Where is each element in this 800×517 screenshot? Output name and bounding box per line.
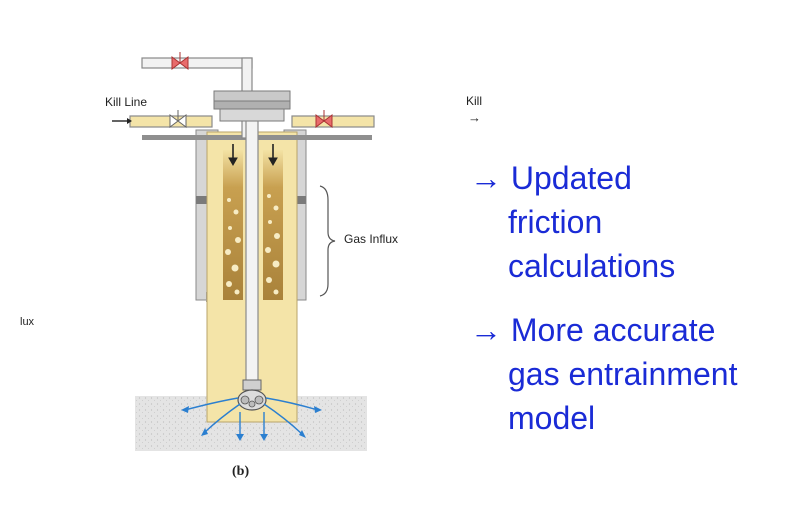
bullet-line: calculations — [508, 248, 676, 284]
valve-icon — [171, 52, 189, 70]
bullet-line: → Updated — [470, 160, 632, 196]
bullet-line: → More accurate — [470, 312, 716, 348]
gas-column-right — [263, 150, 283, 300]
drill-pipe — [245, 120, 259, 384]
gas-influx-brace — [319, 185, 336, 297]
kill-line-pipe — [112, 115, 213, 128]
kill-arrow-glyph: → — [468, 110, 481, 125]
figure-caption: (b) — [232, 464, 250, 479]
bullet-item: → More accurate gas entrainment model — [470, 308, 790, 440]
bullet-line: friction — [508, 204, 603, 240]
bullet-line: model — [508, 400, 596, 436]
flow-down-arrows — [228, 144, 278, 167]
valve-icon — [169, 110, 187, 128]
influx-fragment-label: lux — [20, 316, 35, 328]
bullet-item: → Updated friction calculations — [470, 156, 790, 288]
choke-line-pipe — [291, 115, 375, 128]
bullet-line: gas entrainment — [508, 356, 738, 392]
formation-flow-arrowheads — [181, 406, 322, 441]
kill-line-label: Kill Line — [105, 95, 148, 109]
gas-bubbles — [225, 194, 280, 295]
gas-influx-label: Gas Influx — [344, 232, 399, 246]
drill-bit — [237, 379, 267, 411]
formation-flow-arrows — [184, 397, 319, 436]
bop-stack — [213, 90, 291, 122]
kill-label: Kill — [466, 94, 483, 108]
valve-icon — [315, 110, 333, 128]
gas-column-left — [223, 150, 243, 300]
bullet-list: → Updated friction calculations → More a… — [470, 156, 790, 460]
